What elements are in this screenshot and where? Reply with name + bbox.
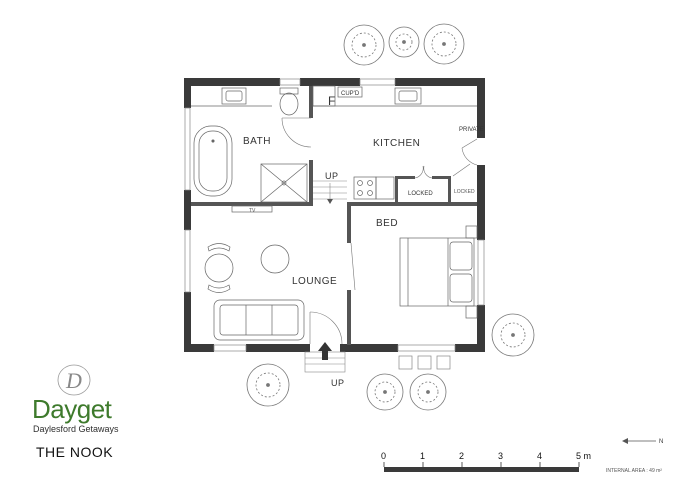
scale-labels: 0 1 2 3 4 5 m: [381, 451, 591, 461]
exterior-walls: [184, 78, 485, 352]
inner-stairs-label: UP: [325, 171, 339, 181]
kitchen-bench: [312, 85, 477, 107]
scale-tick-label: 3: [498, 451, 503, 461]
private-label: PRIVATE: [459, 127, 484, 133]
scale-tick-label: 1: [420, 451, 425, 461]
bed-icon: [399, 237, 475, 307]
room-label-lounge: LOUNGE: [292, 276, 337, 287]
bed-door: [350, 242, 356, 291]
room-label-kitchen: KITCHEN: [373, 138, 420, 149]
bath-door: [281, 117, 312, 148]
stove-icon: [353, 176, 395, 200]
locked-door: [414, 163, 471, 179]
dining-table-icon: [204, 243, 234, 293]
tv-unit: [231, 205, 273, 213]
locked-label: LOCKED: [408, 191, 433, 197]
windows: [184, 78, 485, 352]
tree-right-icon: [491, 313, 535, 357]
interior-walls: [191, 86, 477, 345]
scale-tick-label: 4: [537, 451, 542, 461]
brand-tagline: Daylesford Getaways: [33, 424, 119, 434]
dayget-logo-icon: D: [57, 364, 91, 396]
tv-label: TV: [249, 208, 256, 214]
logo-letter: D: [65, 368, 82, 393]
inner-stairs: [313, 180, 347, 204]
internal-area-label: INTERNAL AREA : 49 m²: [606, 468, 662, 474]
entry-arrow-icon: [318, 342, 332, 360]
tree-bottom-3-icon: [409, 373, 447, 411]
tree-top-2-icon: [388, 26, 420, 58]
scale-tick-label: 0: [381, 451, 386, 461]
tree-bottom-2-icon: [366, 373, 404, 411]
fridge-label: F: [328, 94, 336, 108]
private-door: [461, 138, 478, 166]
tree-top-1-icon: [343, 24, 385, 66]
sofa-icon: [213, 299, 305, 341]
locked-small-label: LOCKED: [454, 189, 475, 195]
cupboard-label: CUP'D: [341, 91, 360, 97]
scale-bar: [383, 462, 580, 472]
tree-bottom-1-icon: [246, 363, 290, 407]
entry-door: [309, 311, 343, 345]
room-label-bath: BATH: [243, 136, 271, 147]
coffee-table-icon: [260, 244, 290, 274]
bedside-tables: [465, 225, 478, 319]
scale-tick-label: 2: [459, 451, 464, 461]
shower-icon: [260, 163, 308, 203]
entry-stairs-label: UP: [331, 378, 345, 388]
bath-vanity: [191, 87, 272, 107]
tree-top-3-icon: [423, 23, 465, 65]
bathtub-icon: [193, 125, 233, 197]
toilet-icon: [279, 87, 299, 116]
north-label: N: [659, 439, 663, 445]
project-name: THE NOOK: [36, 444, 114, 460]
scale-tick-label: 5 m: [576, 451, 591, 461]
brand-name: Dayget: [32, 394, 112, 424]
room-label-bed: BED: [376, 218, 398, 229]
north-arrow-icon: N: [622, 438, 663, 445]
planters: [398, 355, 451, 370]
